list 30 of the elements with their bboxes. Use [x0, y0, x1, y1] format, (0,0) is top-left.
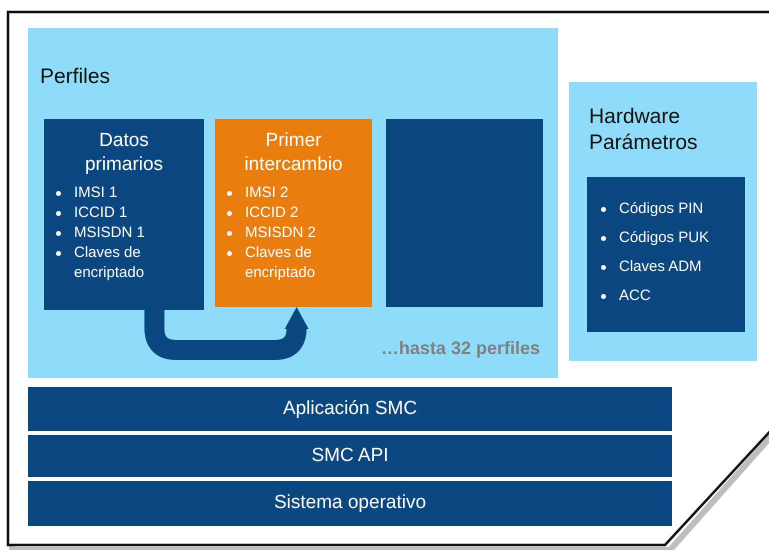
- u-turn-arrow: [144, 307, 309, 360]
- profile-box: [44, 119, 204, 310]
- panel: [28, 28, 558, 378]
- list-item: ICCID 1: [74, 203, 128, 223]
- box-heading: Primer intercambio: [243, 129, 344, 177]
- empty-profile-box: [386, 119, 543, 307]
- list-item: ACC: [619, 286, 651, 306]
- list-item: Claves de encriptado: [74, 243, 146, 283]
- panel-title: Perfiles: [40, 64, 110, 90]
- layer-label: SMC API: [311, 444, 389, 468]
- list-item: ICCID 2: [245, 203, 298, 223]
- panel-title: Hardware Parámetros: [589, 104, 699, 156]
- box-heading: Datos primarios: [84, 129, 164, 177]
- layer-bar: [28, 481, 672, 526]
- layer-bar: [28, 435, 672, 477]
- layer-label: Sistema operativo: [274, 491, 426, 516]
- list-item: Códigos PIN: [619, 199, 704, 219]
- list-item: MSISDN 2: [245, 223, 316, 243]
- layer-label: Aplicación SMC: [282, 396, 418, 421]
- list-item: IMSI 1: [74, 183, 118, 203]
- list-item: Claves de encriptado: [245, 243, 316, 283]
- list-item: Códigos PUK: [619, 228, 710, 248]
- profile-box-highlighted: [215, 119, 372, 307]
- layer-bar: [28, 387, 672, 431]
- note-text: …hasta 32 perfiles: [380, 337, 540, 360]
- list-item: MSISDN 1: [74, 223, 145, 243]
- profile-box: [587, 177, 745, 332]
- list-item: IMSI 2: [245, 183, 288, 203]
- list-item: Claves ADM: [619, 257, 702, 277]
- panel: [569, 82, 757, 361]
